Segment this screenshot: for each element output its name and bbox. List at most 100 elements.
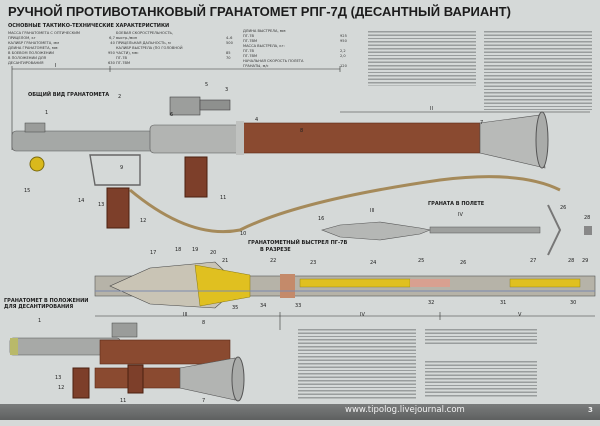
- callout: 8: [202, 320, 206, 326]
- spec-value: 70: [226, 56, 231, 60]
- callout: 8: [300, 128, 304, 134]
- spec-label: ПГ-7В: [116, 56, 127, 60]
- callout: 31: [500, 300, 507, 306]
- dimension-label: I: [55, 63, 57, 69]
- spec-label: ПГ-7ВМ: [116, 61, 131, 65]
- callout: 15: [24, 188, 31, 194]
- round-section-heading-1: ГРАНАТОМЕТНЫЙ ВЫСТРЕЛ ПГ-7В: [248, 240, 348, 246]
- callout: 27: [530, 258, 537, 264]
- callout: 3: [225, 87, 229, 93]
- callout: 26: [460, 260, 467, 266]
- callout: 20: [210, 250, 217, 256]
- spec-value: 6,7: [109, 36, 115, 40]
- specs-col1: МАССА ГРАНАТОМЕТА С ОПТИЧЕСКИМ ПРИЦЕЛОМ,…: [8, 31, 80, 66]
- spec-label: ДЛИНА ГРАНАТОМЕТА, мм:: [8, 46, 59, 50]
- poster-title: РУЧНОЙ ПРОТИВОТАНКОВЫЙ ГРАНАТОМЕТ РПГ-7Д…: [8, 4, 511, 19]
- specs-col3: ДЛИНА ВЫСТРЕЛА, мм: ПГ-7В ПГ-7ВМ МАССА В…: [243, 29, 303, 69]
- launcher-general-view: [11, 96, 561, 234]
- spec-label: КАЛИБР ВЫСТРЕЛА (ПО ГОЛОВНОЙ: [116, 46, 183, 50]
- spec-value: 4–6: [226, 36, 233, 40]
- callout: 17: [150, 250, 157, 256]
- spec-label: МАССА ГРАНАТОМЕТА С ОПТИЧЕСКИМ: [8, 31, 80, 35]
- general-view-heading: ОБЩИЙ ВИД ГРАНАТОМЕТА: [28, 92, 110, 98]
- spec-value: 40: [110, 41, 115, 45]
- callout: 12: [140, 218, 147, 224]
- spec-label: ПГ-7В: [243, 34, 254, 38]
- footer-url: www.tipolog.livejournal.com: [345, 405, 465, 415]
- callout: 30: [570, 300, 577, 306]
- callout: 12: [58, 385, 65, 391]
- round-section-heading-2: В РАЗРЕЗЕ: [260, 247, 291, 253]
- description-text-1: [368, 30, 476, 86]
- description-text-2: [484, 30, 592, 110]
- callout: 7: [480, 120, 484, 126]
- spec-label: В ПОЛОЖЕНИИ ДЛЯ: [8, 56, 47, 60]
- callout: 35: [232, 305, 239, 311]
- callout: 13: [98, 202, 105, 208]
- callout: 29: [582, 258, 589, 264]
- spec-label: ПГ-7ВМ: [243, 39, 258, 43]
- callout: 16: [318, 216, 325, 222]
- spec-label: МАССА ВЫСТРЕЛА, кг:: [243, 44, 285, 48]
- callout: 22: [270, 258, 277, 264]
- parts-legend-text: [298, 328, 416, 400]
- spec-label: ПРИЦЕЛЬНАЯ ДАЛЬНОСТЬ, м: [116, 41, 171, 45]
- callout: 32: [428, 300, 435, 306]
- round-cross-section: [94, 261, 596, 309]
- spec-value: 630: [108, 61, 115, 65]
- callout: 33: [295, 303, 302, 309]
- parts-legend-text-2: [425, 328, 537, 346]
- specs-col1-values: 6,7 40 950 630: [108, 36, 115, 66]
- callout: 24: [370, 260, 377, 266]
- spec-value: 85: [226, 51, 231, 55]
- spec-value: 2,0: [340, 54, 346, 58]
- spec-value: 2,2: [340, 49, 346, 53]
- specs-col2: БОЕВАЯ СКОРОСТРЕЛЬНОСТЬ, выстр./мин ПРИЦ…: [116, 31, 183, 66]
- spec-label: ЧАСТИ), мм:: [116, 51, 139, 55]
- callout: 2: [118, 94, 122, 100]
- spec-label: БОЕВАЯ СКОРОСТРЕЛЬНОСТЬ,: [116, 31, 174, 35]
- callout: 21: [222, 258, 229, 264]
- specs-col3-values: 925 950 2,2 2,0 120: [340, 34, 347, 69]
- spec-label: ДЕСАНТИРОВАНИЯ: [8, 61, 44, 65]
- callout: 34: [260, 303, 267, 309]
- callout: 5: [205, 82, 209, 88]
- callout: 1: [38, 318, 42, 324]
- callout: 25: [418, 258, 425, 264]
- airborne-heading-1: ГРАНАТОМЕТ В ПОЛОЖЕНИИ: [4, 298, 89, 304]
- callout: 4: [255, 117, 259, 123]
- callout: 7: [202, 398, 206, 404]
- airborne-heading-2: ДЛЯ ДЕСАНТИРОВАНИЯ: [4, 304, 74, 310]
- characteristics-text: [425, 360, 537, 398]
- callout: 28: [584, 215, 591, 221]
- callout: 10: [240, 231, 247, 237]
- callout: III: [370, 208, 375, 214]
- spec-value: 950: [340, 39, 347, 43]
- callout: 1: [45, 110, 49, 116]
- dimension-label: II: [430, 106, 433, 112]
- spec-label: ДЛИНА ВЫСТРЕЛА, мм:: [243, 29, 287, 33]
- grenade-in-flight: [321, 204, 592, 256]
- callout: 11: [120, 398, 127, 404]
- spec-label: КАЛИБР ГРАНАТОМЕТА, мм: [8, 41, 59, 45]
- callout: 13: [55, 375, 62, 381]
- spec-label: выстр./мин: [116, 36, 138, 40]
- spec-label: ПРИЦЕЛОМ, кг: [8, 36, 36, 40]
- callout: 6: [170, 112, 174, 118]
- spec-label: ПГ-7В: [243, 49, 254, 53]
- spec-value: 925: [340, 34, 347, 38]
- specs-col2-values: 4–6 500 85 70: [226, 36, 233, 61]
- spec-value: 950: [108, 51, 115, 55]
- callout: 26: [560, 205, 567, 211]
- footer-bar: [0, 404, 600, 420]
- callout: 23: [310, 260, 317, 266]
- callout: IV: [458, 212, 463, 218]
- page-number: 3: [588, 406, 593, 414]
- dimension-lines: [11, 66, 595, 330]
- dimension-label: V: [518, 312, 522, 318]
- grenade-in-flight-heading: ГРАНАТА В ПОЛЕТЕ: [428, 201, 485, 207]
- callout: 19: [192, 247, 199, 253]
- callout: 18: [175, 247, 182, 253]
- dimension-label: IV: [360, 312, 365, 318]
